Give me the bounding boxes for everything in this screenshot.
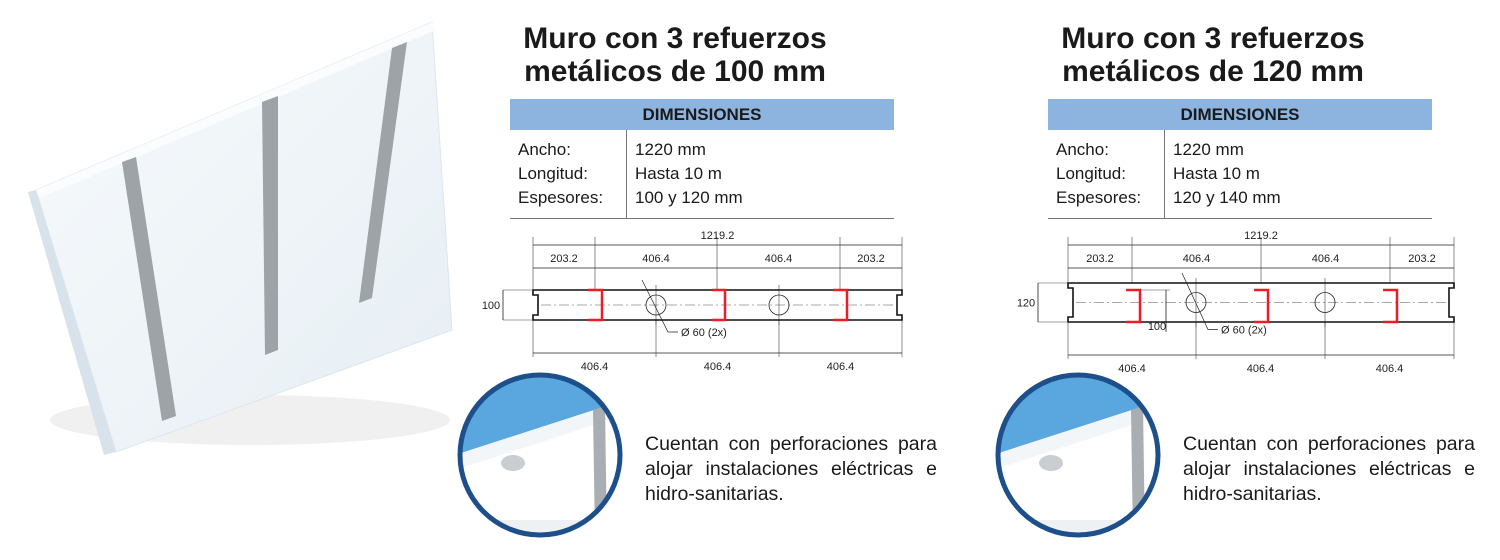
steel-channel xyxy=(588,288,604,322)
steel-strip xyxy=(593,406,607,535)
perforation-hole xyxy=(501,455,525,471)
table-header: DIMENSIONES xyxy=(510,99,894,130)
dimension-label: 203.2 xyxy=(1408,253,1436,265)
dimension-label: 406.4 xyxy=(1118,363,1146,375)
row-value: Hasta 10 m xyxy=(1173,164,1260,183)
dimension-label: 203.2 xyxy=(857,253,885,265)
dimension-label: 406.4 xyxy=(827,361,855,373)
description-text: Cuentan con perforaciones para alojar in… xyxy=(645,433,937,505)
panel-edge xyxy=(28,190,116,455)
hole-circle xyxy=(1314,292,1336,313)
dimension-label: 406.4 xyxy=(581,361,609,373)
steel-channel xyxy=(1254,288,1270,324)
wall-panel-illustration xyxy=(28,21,453,455)
dimension-label: 406.4 xyxy=(1247,363,1275,375)
row-value: 120 y 140 mm xyxy=(1164,186,1432,219)
row-value: 1220 mm xyxy=(1173,140,1244,159)
title-line-2: metálicos de 120 mm xyxy=(1062,55,1364,88)
row-label: Espesores: xyxy=(510,186,627,219)
panel-title: Muro con 3 refuerzos metálicos de 100 mm xyxy=(490,22,860,88)
steel-channel xyxy=(1126,288,1142,324)
steel-strip xyxy=(122,157,176,421)
dimensions-table: DIMENSIONES Ancho: 1220 mm Longitud: Hasta… xyxy=(1048,99,1432,219)
leader-line xyxy=(641,279,678,333)
steel-strip xyxy=(262,96,278,355)
dimension-label: Ø 60 (2x) xyxy=(1221,325,1267,337)
hole-circle xyxy=(768,294,790,316)
dimension-label: 406.4 xyxy=(704,361,732,373)
title-line-1: Muro con 3 refuerzos xyxy=(1061,22,1365,55)
dimension-label: 100 xyxy=(482,300,500,312)
dimension-label: 406.4 xyxy=(1183,253,1211,265)
dimension-label: 406.4 xyxy=(765,253,793,265)
dimension-label: 203.2 xyxy=(1086,253,1114,265)
section-drawing: 1219.2 203.2 406.4 406.4 203.2 406.4 406.4 406.… xyxy=(482,230,903,373)
dimension-label: 100 xyxy=(1148,321,1166,333)
dimension-label: 406.4 xyxy=(1312,253,1340,265)
row-value: 1220 mm xyxy=(635,140,706,159)
dimension-label: Ø 60 (2x) xyxy=(681,327,727,339)
row-value: Hasta 10 m xyxy=(635,164,722,183)
row-label: Espesores: xyxy=(1048,186,1165,219)
perforation-detail xyxy=(457,372,623,538)
row-label: Longitud: xyxy=(510,162,627,186)
perforation-detail xyxy=(995,372,1161,538)
title-line-1: Muro con 3 refuerzos xyxy=(523,22,827,55)
panel-section-outline xyxy=(532,289,903,321)
dimensions-table: DIMENSIONES Ancho: 1220 mm Longitud: Hasta… xyxy=(510,99,894,219)
steel-strip xyxy=(359,42,407,303)
table-header: DIMENSIONES xyxy=(1048,99,1432,130)
row-value: 100 y 120 mm xyxy=(626,186,894,219)
row-label: Ancho: xyxy=(510,130,627,162)
perforation-hole xyxy=(1039,455,1063,471)
hole-circle xyxy=(645,294,667,316)
panel-section-outline xyxy=(1067,282,1455,323)
steel-channel xyxy=(833,288,849,322)
title-line-2: metálicos de 100 mm xyxy=(524,55,826,88)
steel-channel xyxy=(1383,288,1399,324)
panel-title: Muro con 3 refuerzos metálicos de 120 mm xyxy=(1028,22,1398,88)
dimension-label: 120 xyxy=(1017,298,1035,310)
dimension-label: 203.2 xyxy=(550,253,578,265)
row-label: Longitud: xyxy=(1048,162,1165,186)
steel-strip xyxy=(1131,406,1145,535)
dimension-label: 406.4 xyxy=(1376,363,1404,375)
leader-line xyxy=(1181,272,1218,330)
description-text: Cuentan con perforaciones para alojar in… xyxy=(1183,433,1475,505)
dimension-label: 1219.2 xyxy=(1244,230,1278,242)
row-label: Ancho: xyxy=(1048,130,1165,162)
steel-channel xyxy=(712,288,727,322)
dimension-label: 1219.2 xyxy=(701,230,735,242)
section-drawing: 1219.2 203.2 406.4 406.4 203.2 406.4 406.4 406.… xyxy=(1017,230,1455,375)
dimension-label: 406.4 xyxy=(642,253,670,265)
hole-circle xyxy=(1185,292,1207,313)
